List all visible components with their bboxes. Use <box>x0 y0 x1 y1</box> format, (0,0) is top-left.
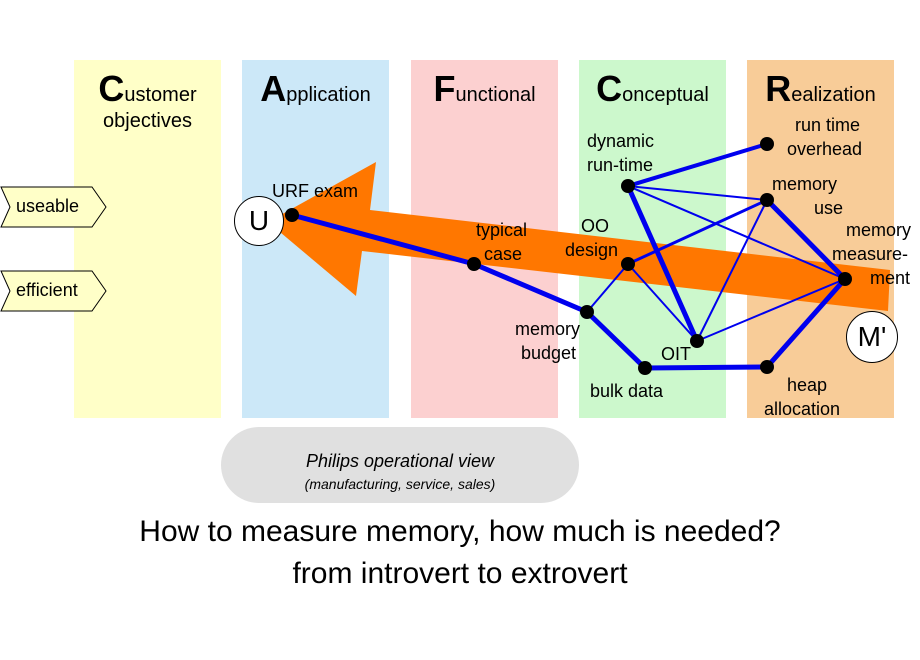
column-title-conceptual: Conceptual <box>596 68 709 109</box>
node-memory-use <box>760 193 774 207</box>
edge-heap-measure <box>764 276 848 370</box>
label-urf-exam: URF exam <box>272 181 359 201</box>
edge-oo-budget <box>586 263 629 313</box>
label-memory-measurement-1: memory <box>846 220 912 240</box>
label-bulk-data: bulk data <box>590 381 664 401</box>
pill-line-2: (manufacturing, service, sales) <box>304 476 496 492</box>
edge-bulk-heap <box>642 364 770 371</box>
tag-useable: useable <box>0 186 108 228</box>
label-run-time-overhead-2: overhead <box>787 139 863 159</box>
tag-efficient: efficient <box>0 270 108 312</box>
label-oit: OIT <box>661 344 691 364</box>
tag-useable-label: useable <box>16 196 80 216</box>
label-memory-measurement-2: measure- <box>832 244 909 264</box>
edge-oit-memuse <box>696 199 768 342</box>
edge-urf-typical <box>289 212 477 267</box>
node-memory-measurement <box>838 272 852 286</box>
circle-u: U <box>234 196 284 246</box>
label-heap-allocation-1: heap <box>787 375 828 395</box>
caption-line-2: from introvert to extrovert <box>292 557 628 590</box>
edge-oo-memuse <box>626 198 769 266</box>
operational-view-pill: Philips operational view (manufacturing,… <box>221 427 579 503</box>
edge-budget-bulk <box>584 309 648 371</box>
edge-dyn-measure <box>627 185 846 280</box>
label-dynamic-runtime-2: run-time <box>587 155 654 175</box>
label-memory-budget-2: budget <box>521 343 577 363</box>
edge-dyn-memuse <box>627 185 768 201</box>
edge-memuse-measure <box>764 197 848 282</box>
pill-line-1: Philips operational view <box>305 451 495 471</box>
edge-typical-budget <box>471 261 590 315</box>
node-urf-exam <box>285 208 299 222</box>
label-memory-use-1: memory <box>772 174 838 194</box>
node-oit <box>690 334 704 348</box>
edge-oit-measure <box>696 278 846 342</box>
nodes <box>285 137 852 375</box>
column-subtitle-customer: objectives <box>103 110 192 132</box>
column-title-realization: Realization <box>765 68 876 109</box>
label-typical-case-2: case <box>484 244 523 264</box>
label-memory-use-2: use <box>814 198 844 218</box>
circle-m-prime: M' <box>846 311 898 363</box>
node-bulk-data <box>638 361 652 375</box>
edge-dyn-overhead <box>626 142 769 188</box>
node-memory-budget <box>580 305 594 319</box>
label-oo-design-1: OO <box>581 216 610 236</box>
tag-efficient-label: efficient <box>16 280 78 300</box>
edge-dyn-oit <box>625 183 700 344</box>
node-typical-case <box>467 257 481 271</box>
label-memory-budget-1: memory <box>515 319 581 339</box>
label-oo-design-2: design <box>565 240 619 260</box>
column-title-application: Application <box>260 68 371 109</box>
label-memory-measurement-3: ment <box>870 268 911 288</box>
edges <box>289 142 848 371</box>
label-run-time-overhead-1: run time <box>795 115 861 135</box>
column-customer: Customer objectives <box>74 60 221 418</box>
direction-arrow <box>268 162 890 311</box>
label-dynamic-runtime-1: dynamic <box>587 131 655 151</box>
caption-line-1: How to measure memory, how much is neede… <box>139 515 781 548</box>
node-dynamic-runtime <box>621 179 635 193</box>
node-oo-design <box>621 257 635 271</box>
column-title-customer: Customer <box>98 68 197 109</box>
node-run-time-overhead <box>760 137 774 151</box>
node-heap-allocation <box>760 360 774 374</box>
label-heap-allocation-2: allocation <box>764 399 841 419</box>
column-title-functional: Functional <box>433 68 536 109</box>
label-typical-case-1: typical <box>476 220 528 240</box>
edge-oo-oit <box>627 263 698 342</box>
